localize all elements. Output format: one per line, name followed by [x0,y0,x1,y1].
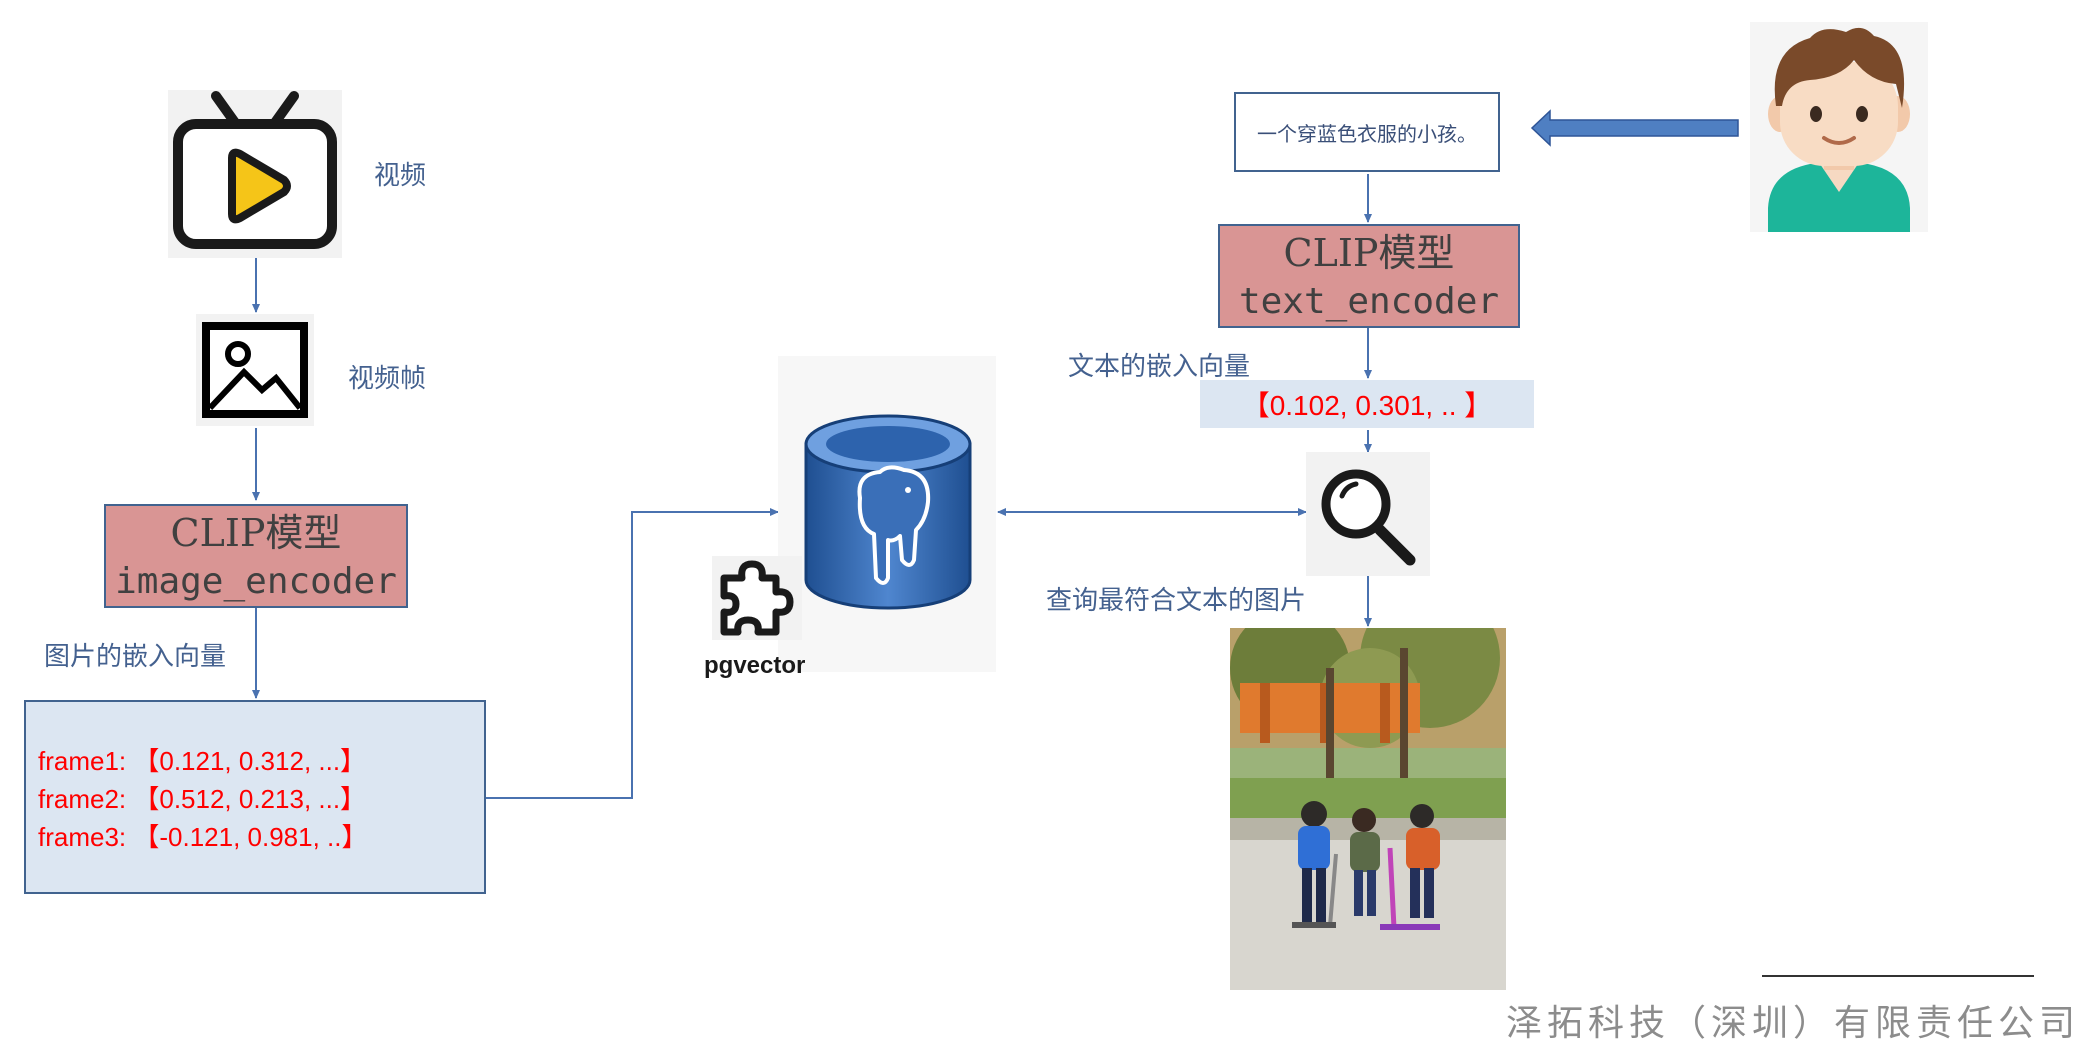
postgres-elephant-icon [800,410,976,620]
clip-text-title: CLIP模型 [1283,231,1455,275]
puzzle-icon [712,556,802,640]
tv-play-icon [168,90,342,258]
user-to-query-arrow [1530,109,1739,147]
frame-row-2: frame2: 【0.512, 0.213, ...】 [38,784,367,814]
frame-label: 视频帧 [348,364,427,394]
video-label: 视频 [374,161,427,191]
pgvector-label: pgvector [704,652,806,679]
user-avatar-icon [1750,22,1928,232]
image-embedding-label: 图片的嵌入向量 [44,642,227,672]
clip-image-encoder-box: CLIP模型 image_encoder [104,504,408,608]
clip-text-encoder-box: CLIP模型 text_encoder [1218,224,1520,328]
clip-image-subtitle: image_encoder [115,561,397,602]
result-photo [1230,628,1506,990]
company-name: 泽拓科技（深圳）有限责任公司 [1505,1003,2080,1044]
search-label: 查询最符合文本的图片 [1046,586,1307,616]
image-frame-icon [196,314,314,426]
frame-embeddings-box: frame1: 【0.121, 0.312, ...】 frame2: 【0.5… [24,700,486,894]
clip-image-title: CLIP模型 [170,511,342,555]
text-vector-bar: 【0.102, 0.301, .. 】 [1200,380,1534,428]
search-icon [1306,452,1430,576]
frame-row-3: frame3: 【-0.121, 0.981, ..】 [38,822,368,852]
frame-row-1: frame1: 【0.121, 0.312, ...】 [38,746,367,776]
text-embedding-label: 文本的嵌入向量 [1068,352,1251,382]
clip-text-subtitle: text_encoder [1238,281,1500,322]
query-text-box: 一个穿蓝色衣服的小孩。 [1234,92,1500,172]
arrow-frames-to-db [486,508,779,799]
